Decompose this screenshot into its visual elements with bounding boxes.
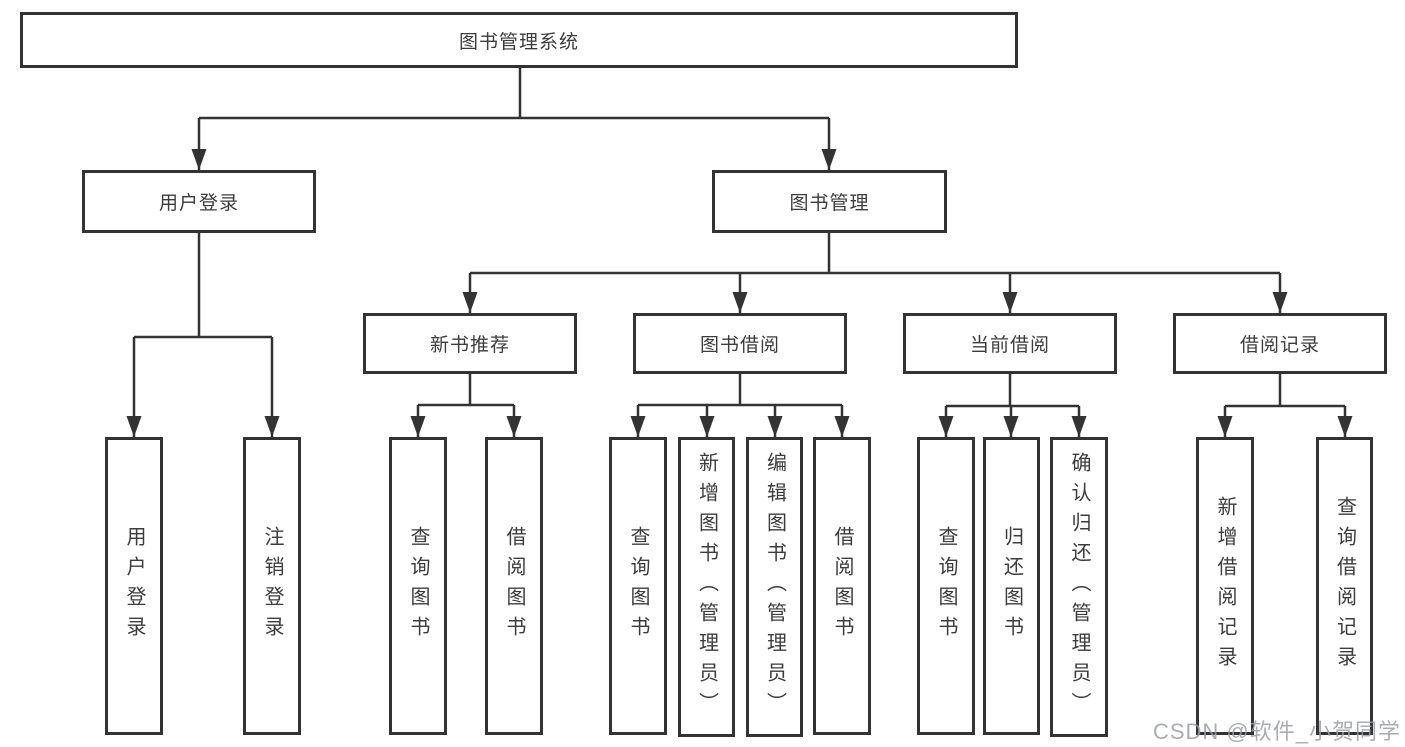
node-new-book-recommend: 新书推荐 xyxy=(363,313,577,374)
node-user-login: 用户登录 xyxy=(82,170,316,233)
leaf-label: 用户登录 xyxy=(123,526,145,646)
node-borrow-records: 借阅记录 xyxy=(1173,313,1387,374)
leaf-label: 编辑图书（管理员） xyxy=(763,452,786,722)
leaf-query-borrow-record: 查询借阅记录 xyxy=(1316,437,1373,735)
leaf-confirm-return-admin: 确认归还（管理员） xyxy=(1050,437,1108,737)
leaf-label: 确认归还（管理员） xyxy=(1068,452,1090,722)
leaf-borrow-books-recommend: 借阅图书 xyxy=(485,437,543,735)
leaf-label: 查询借阅记录 xyxy=(1333,496,1356,676)
leaf-label: 借阅图书 xyxy=(831,526,853,646)
leaf-logout: 注销登录 xyxy=(243,437,301,735)
leaf-query-books-recommend: 查询图书 xyxy=(389,437,447,735)
leaf-label: 查询图书 xyxy=(627,526,649,646)
leaf-label: 新增图书（管理员） xyxy=(695,452,718,722)
leaf-label: 借阅图书 xyxy=(503,526,525,646)
leaf-return-book: 归还图书 xyxy=(983,437,1040,735)
leaf-add-book-admin: 新增图书（管理员） xyxy=(678,437,735,737)
leaf-query-books-borrow: 查询图书 xyxy=(609,437,667,735)
leaf-query-books-current: 查询图书 xyxy=(917,437,975,735)
leaf-label: 新增借阅记录 xyxy=(1214,496,1236,676)
leaf-add-borrow-record: 新增借阅记录 xyxy=(1196,437,1254,735)
leaf-user-login: 用户登录 xyxy=(105,437,163,735)
leaf-borrow-books: 借阅图书 xyxy=(813,437,871,735)
node-library-management-system: 图书管理系统 xyxy=(20,12,1018,68)
node-current-borrow: 当前借阅 xyxy=(903,313,1117,374)
leaf-edit-book-admin: 编辑图书（管理员） xyxy=(746,437,803,737)
node-book-management: 图书管理 xyxy=(712,170,947,233)
leaf-label: 注销登录 xyxy=(261,526,283,646)
node-book-borrow: 图书借阅 xyxy=(633,313,847,374)
leaf-label: 查询图书 xyxy=(935,526,957,646)
leaf-label: 归还图书 xyxy=(1000,526,1023,646)
leaf-label: 查询图书 xyxy=(407,526,429,646)
